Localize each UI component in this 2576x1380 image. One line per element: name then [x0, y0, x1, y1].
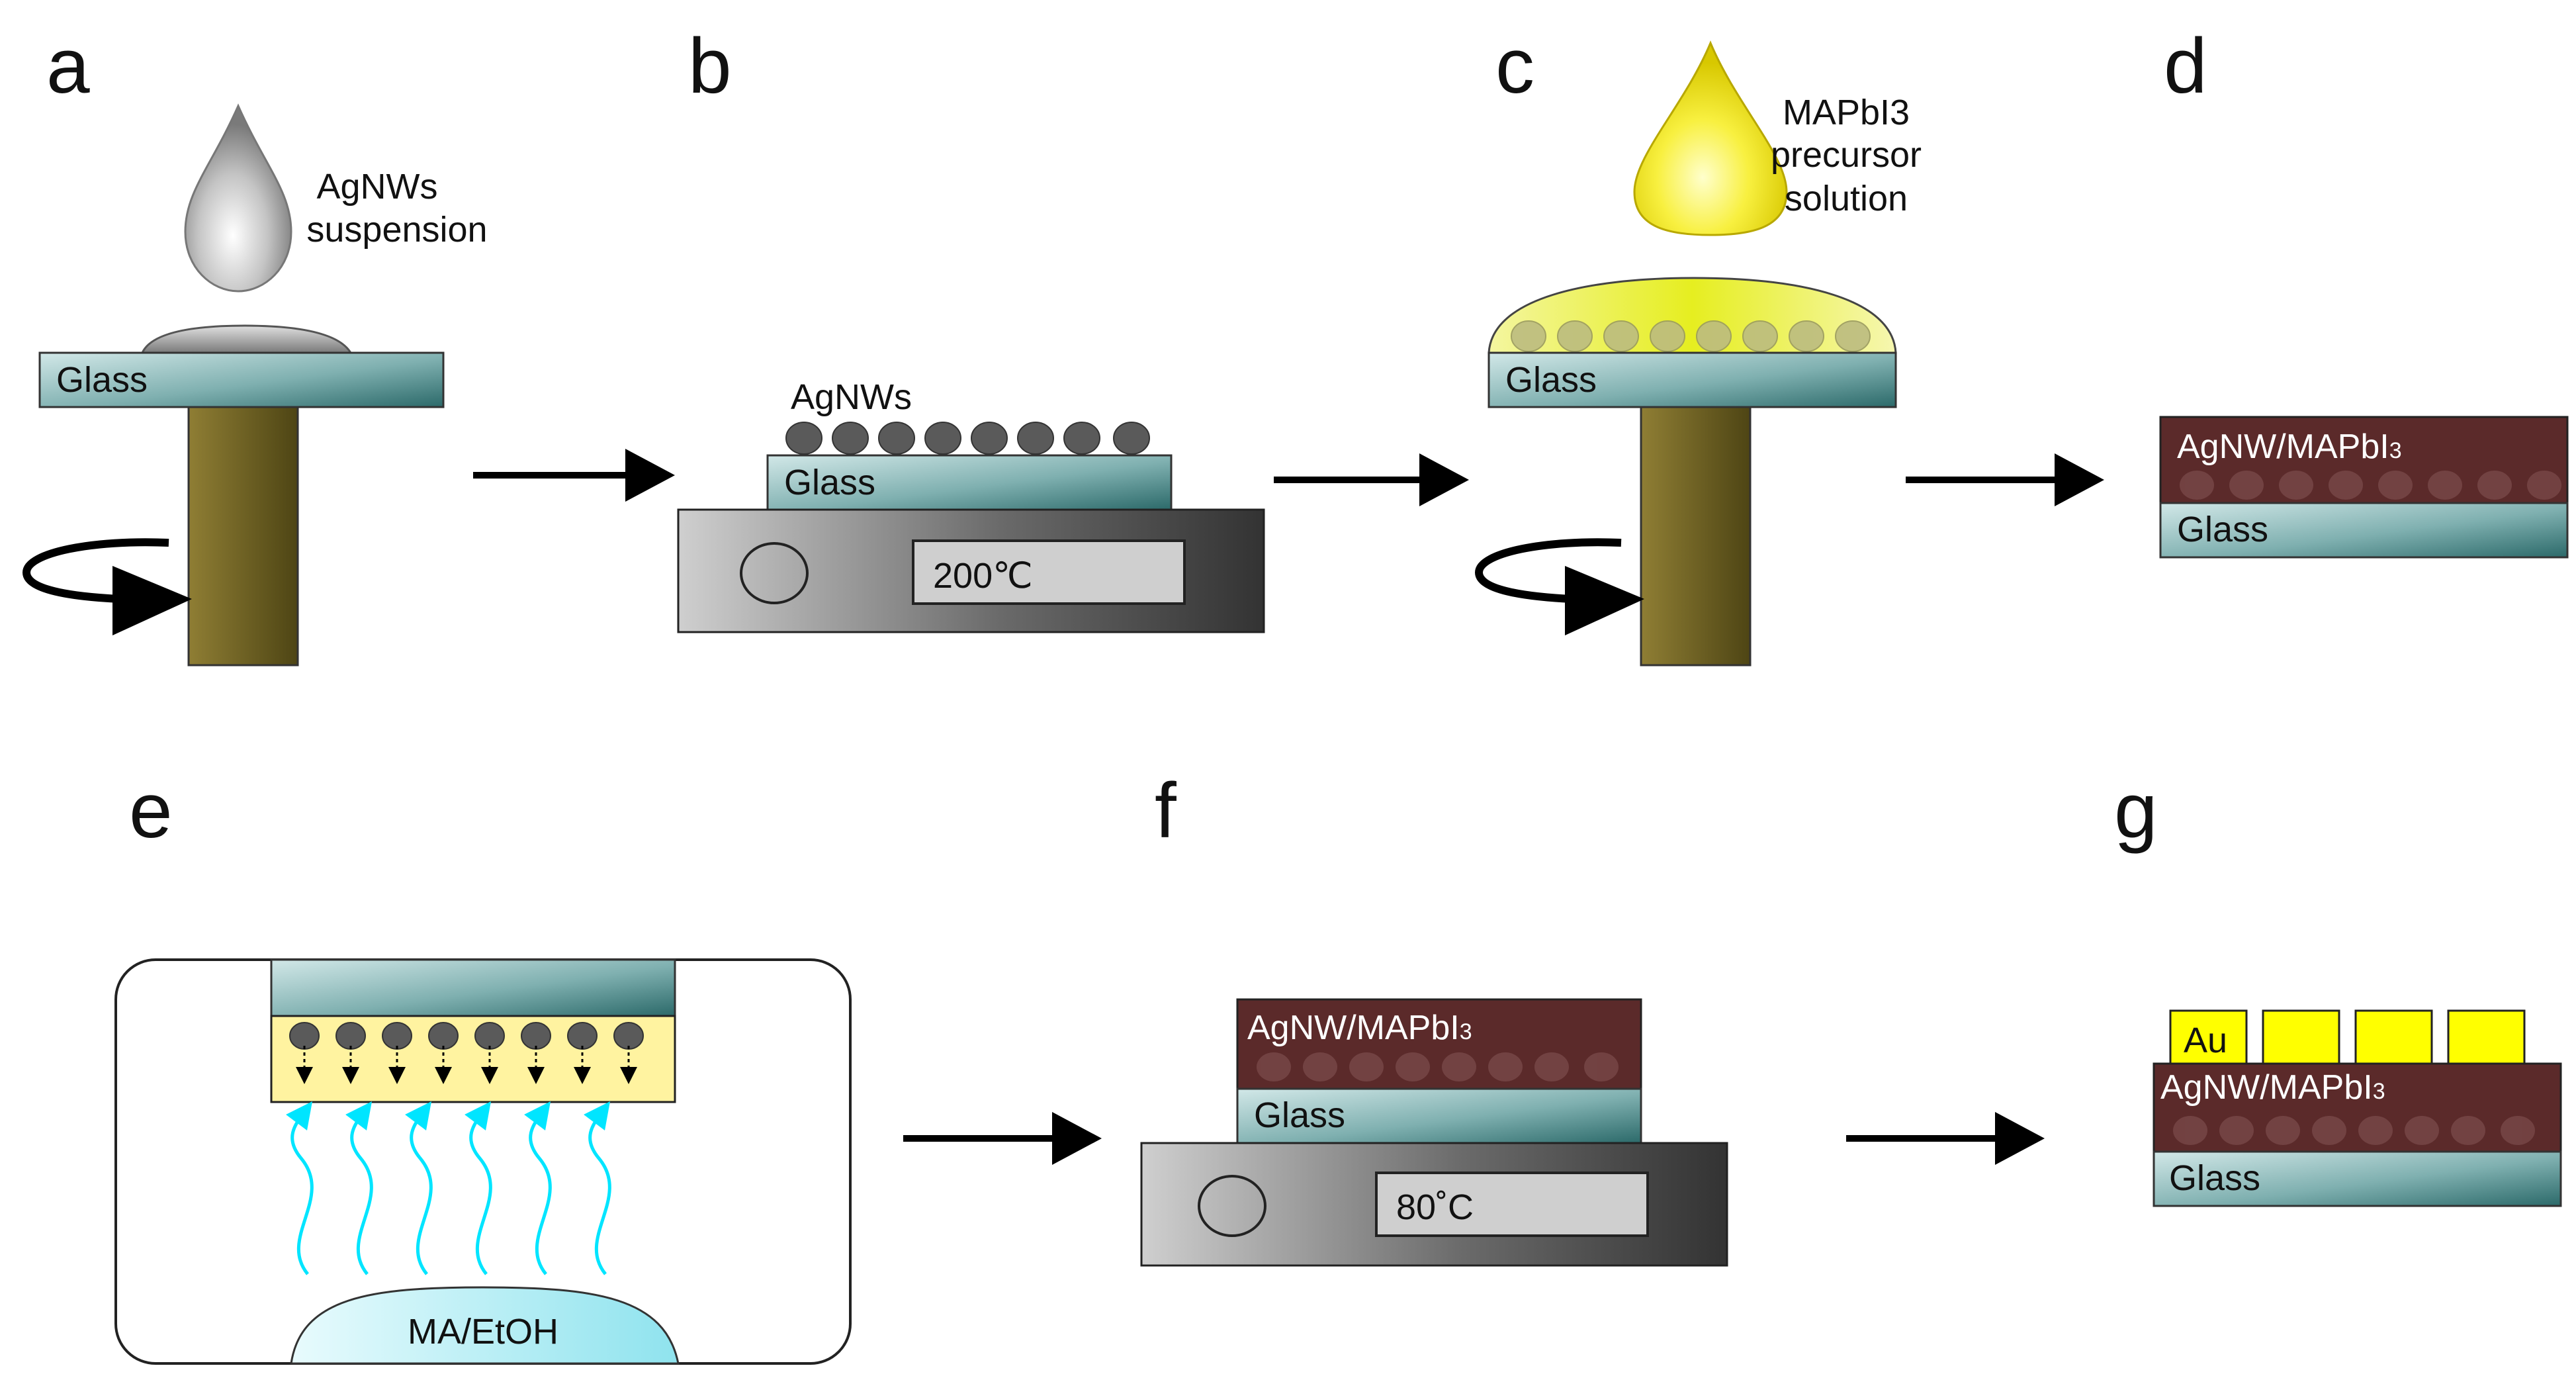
film-label-f: AgNW/MAPbI3: [1247, 1009, 1472, 1047]
au-label: Au: [2184, 1021, 2227, 1060]
agnws-layer-e: [289, 1022, 644, 1084]
agnws-drop-icon: [184, 103, 292, 293]
glass-label-b: Glass: [784, 463, 875, 502]
process-arrow-cd: [1906, 453, 2104, 506]
hotplate-temp-b: 200℃: [933, 556, 1033, 596]
precursor-label-line2: precursor: [1771, 135, 1922, 175]
panel-letter-f: f: [1155, 767, 1177, 854]
agnws-puddle: [140, 324, 353, 354]
panel-e: e: [114, 767, 852, 1365]
spin-coater-spindle-a: [187, 406, 299, 667]
glass-label-f: Glass: [1254, 1095, 1345, 1135]
precursor-drop-icon: [1633, 40, 1788, 236]
glass-substrate-a: [38, 351, 445, 408]
process-arrow-ab: [473, 449, 675, 502]
panel-g: g Au AgNW/MAPbI3 Glass: [2114, 767, 2562, 1207]
rotation-arrowhead-c-icon: [1565, 566, 1644, 635]
agnws-embedded-f: [1257, 1052, 1619, 1081]
agnws-drop-label-line1: AgNWs: [316, 167, 437, 207]
rotation-arrow-icon: [22, 538, 169, 603]
process-arrow-ef: [903, 1112, 1102, 1165]
hotplate-knob-icon-b: [740, 542, 809, 604]
panel-f: f AgNW/MAPbI3 Glass 80˚C: [1140, 767, 1728, 1267]
rotation-arrowhead-icon: [112, 566, 192, 635]
glass-label-d: Glass: [2177, 510, 2268, 549]
panel-letter-a: a: [46, 23, 90, 110]
agnws-embedded-g: [2173, 1116, 2535, 1145]
ma-etoh-pool: [290, 1286, 680, 1365]
glass-label-a: Glass: [56, 360, 148, 400]
panel-b: b AgNWs Glass 200℃: [677, 23, 1265, 633]
panel-letter-g: g: [2114, 767, 2158, 854]
hotplate-knob-icon-f: [1198, 1175, 1266, 1237]
panel-letter-d: d: [2164, 23, 2207, 110]
glass-label-g: Glass: [2169, 1158, 2260, 1198]
precursor-layer-e: [270, 1015, 676, 1103]
film-label-d: AgNW/MAPbI3: [2177, 428, 2402, 466]
process-arrow-fg: [1846, 1112, 2045, 1165]
glass-substrate-d: [2159, 502, 2569, 559]
precursor-label-line3: solution: [1785, 179, 1908, 218]
perovskite-film-f: [1236, 998, 1642, 1090]
glass-substrate-g: [2153, 1150, 2562, 1207]
panel-d: d AgNW/MAPbI3 Glass: [2159, 23, 2569, 559]
vapor-arrows: [286, 1101, 611, 1275]
panel-letter-b: b: [688, 23, 732, 110]
film-label-g: AgNW/MAPbI3: [2160, 1068, 2385, 1107]
spin-coater-spindle-c: [1640, 406, 1752, 667]
process-arrow-bc: [1274, 453, 1469, 506]
glass-substrate-b: [766, 454, 1173, 511]
glass-substrate-c: [1488, 351, 1897, 408]
hotplate-temp-f: 80˚C: [1396, 1187, 1474, 1227]
panel-a: a AgNWs suspension Glass: [22, 23, 488, 667]
ma-etoh-label: MA/EtOH: [408, 1312, 558, 1352]
agnws-layer-c: [1511, 320, 1871, 352]
panel-letter-e: e: [129, 767, 173, 854]
glass-substrate-e: [270, 958, 676, 1017]
agnws-embedded-d: [2180, 471, 2561, 500]
hotplate-display-b: [912, 539, 1186, 605]
panel-c: c MAPbI3 precursor solution Glass: [1474, 23, 1922, 667]
gold-electrodes: [2169, 1009, 2526, 1065]
agnws-drop-label-line2: suspension: [306, 210, 487, 250]
rotation-arrow-c-icon: [1474, 538, 1622, 603]
agnws-layer-b: [785, 422, 1150, 455]
precursor-label-line1: MAPbI3: [1783, 93, 1910, 132]
glass-label-c: Glass: [1505, 360, 1597, 400]
agnws-label-b: AgNWs: [791, 377, 912, 417]
hotplate-display-f: [1375, 1172, 1649, 1237]
panel-letter-c: c: [1495, 23, 1534, 110]
precursor-dome: [1488, 277, 1897, 354]
